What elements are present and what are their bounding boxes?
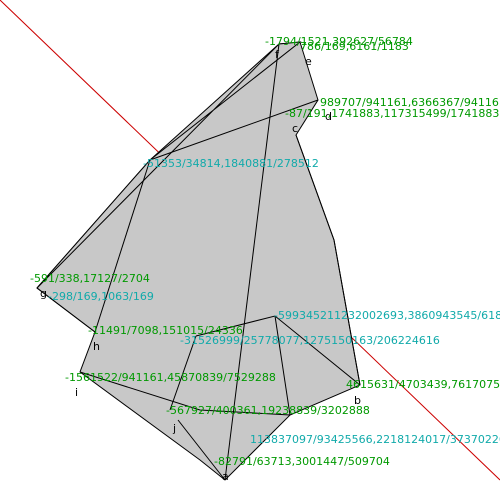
- edge-right-boundary: [295, 134, 361, 386]
- point-f: f: [275, 48, 280, 61]
- point-a: a: [222, 470, 229, 483]
- label-right-top: -599345211232002693,3860943545/618: [274, 309, 500, 322]
- label-a: -82791/63713,3001447/509704: [214, 455, 390, 468]
- edge-left-diagonal: [94, 159, 151, 333]
- label-g-cyan: -298/169,1063/169: [48, 290, 154, 303]
- point-h: h: [93, 340, 100, 353]
- point-d: d: [325, 110, 332, 123]
- upper-left-wedge: [36, 41, 302, 289]
- label-d: 989707/941161,6366367/941161: [320, 96, 500, 109]
- edge-j-a: [177, 419, 226, 481]
- label-e: 786/169,6161/1183: [300, 40, 409, 53]
- label-c: -87/191,1741883,117315499/1741883: [285, 107, 499, 120]
- label-i: -1561522/941161,45870839/7529288: [65, 371, 276, 384]
- point-b: b: [354, 394, 361, 407]
- label-b: 4615631/4703439,7617075: [346, 378, 500, 391]
- edge-cut-top: [149, 99, 319, 161]
- edge-middle-right: [274, 315, 291, 416]
- label-j: -567927/400361,19238839/3202888: [166, 404, 370, 417]
- label-f: -1794/1521,392627/56784: [265, 35, 413, 48]
- label-bottom-right: 113837097/93425566,2218124017/37370226: [250, 433, 500, 446]
- edge-vertical-long: [224, 43, 280, 481]
- edge-middle-left: [169, 335, 197, 411]
- point-j: j: [172, 422, 176, 435]
- edge-i-j-bottom: [79, 371, 291, 416]
- label-h: -11491/7098,151015/24336: [88, 324, 243, 337]
- label-g: -591/338,17127/2704: [30, 272, 150, 285]
- point-e: e: [305, 55, 312, 68]
- edge-g-h: [36, 287, 96, 333]
- label-upper-left-intersection: -51353/34814,1840881/278512: [143, 157, 319, 170]
- point-g: g: [40, 287, 47, 300]
- label-middle: -31526999/25778077,1275150163/206224616: [180, 334, 440, 347]
- point-c: c: [292, 122, 298, 135]
- point-i: i: [75, 386, 78, 399]
